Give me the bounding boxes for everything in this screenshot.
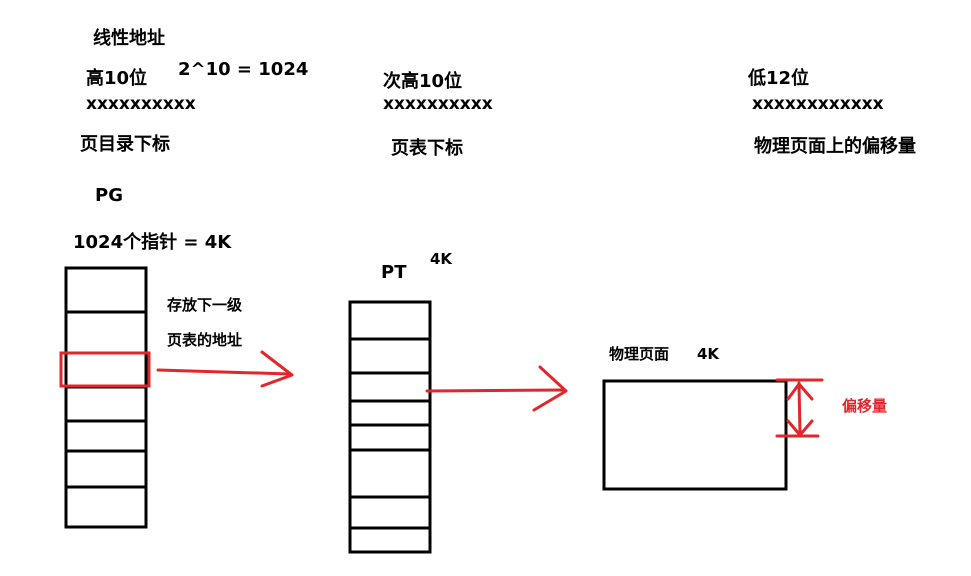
mid-10-bits-label: 次高10位: [383, 71, 463, 92]
pd-entry-6: [64, 449, 148, 489]
pd-entry-5: [64, 419, 148, 453]
pd-entry-3: [64, 351, 148, 389]
pd-entry-7: [64, 485, 148, 529]
page-table: [348, 300, 432, 554]
mid-10-bits-value: xxxxxxxxxx: [383, 94, 493, 114]
low-12-bits-value: xxxxxxxxxxxx: [752, 94, 884, 114]
low-12-bits-label: 低12位: [748, 68, 810, 89]
pointer-count-formula: 2^10 = 1024: [178, 59, 309, 80]
offset-marker: [775, 378, 824, 438]
pt-entry-2: [348, 337, 432, 375]
pt-entry-6: [348, 448, 432, 499]
offset-label: 偏移量: [842, 397, 888, 415]
page-directory-index-label: 页目录下标: [80, 134, 170, 155]
high-10-bits-value: xxxxxxxxxx: [86, 94, 196, 114]
pd-entry-1: [64, 266, 148, 314]
pt-entry-8: [348, 526, 432, 554]
store-next-level-line2: 页表的地址: [167, 331, 243, 349]
pd-entry-4: [64, 385, 148, 423]
pd-entry-2: [64, 310, 148, 355]
pt-entry-1: [348, 300, 432, 341]
page-directory-table: [64, 266, 148, 529]
pt-entry-5: [348, 423, 432, 452]
pt-entry-4: [348, 399, 432, 427]
physical-page-label: 物理页面: [609, 345, 670, 363]
store-next-level-line1: 存放下一级: [167, 296, 243, 314]
page-table-index-label: 页表下标: [391, 138, 463, 159]
arrow-to-physical-page: [425, 365, 568, 412]
page-table-label: PT: [381, 262, 407, 283]
page-offset-description: 物理页面上的偏移量: [754, 136, 916, 157]
pointer-size-label: 1024个指针 = 4K: [73, 232, 232, 253]
linear-address-label: 线性地址: [93, 28, 165, 49]
page-directory-label: PG: [95, 185, 123, 206]
selected-directory-entry: [59, 351, 151, 388]
pt-entry-3: [348, 371, 432, 403]
arrow-to-page-table: [156, 350, 294, 388]
page-table-size-label: 4K: [430, 250, 453, 268]
physical-page-box: [602, 379, 788, 491]
high-10-bits-label: 高10位: [86, 68, 148, 89]
physical-page-size-label: 4K: [697, 345, 720, 363]
pt-entry-7: [348, 495, 432, 530]
